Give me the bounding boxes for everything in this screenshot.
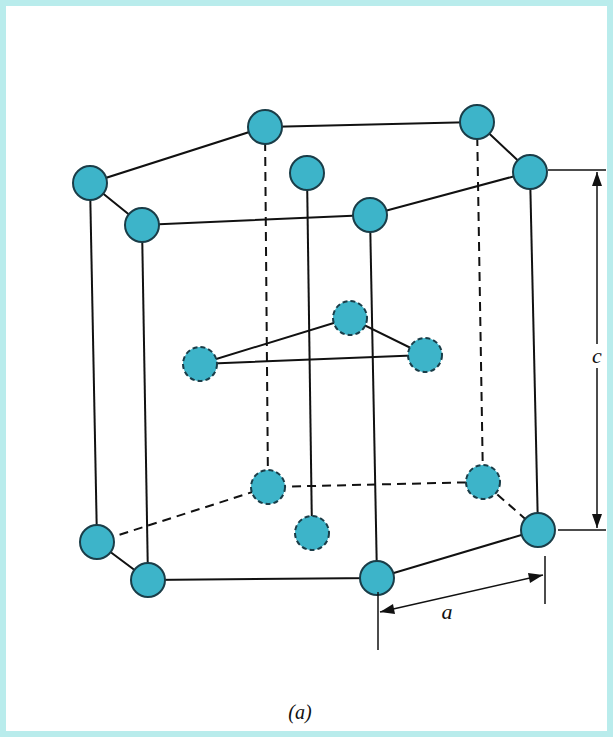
hidden-atoms [183,301,500,550]
figure-label: (a) [286,701,313,723]
dimension-label: a [440,600,455,624]
dimension-lines [378,170,606,650]
atoms [73,105,555,597]
dimension-label: c [590,344,604,368]
page-ground [6,6,607,731]
hidden-edges [97,122,538,542]
cell-edges [90,122,538,580]
